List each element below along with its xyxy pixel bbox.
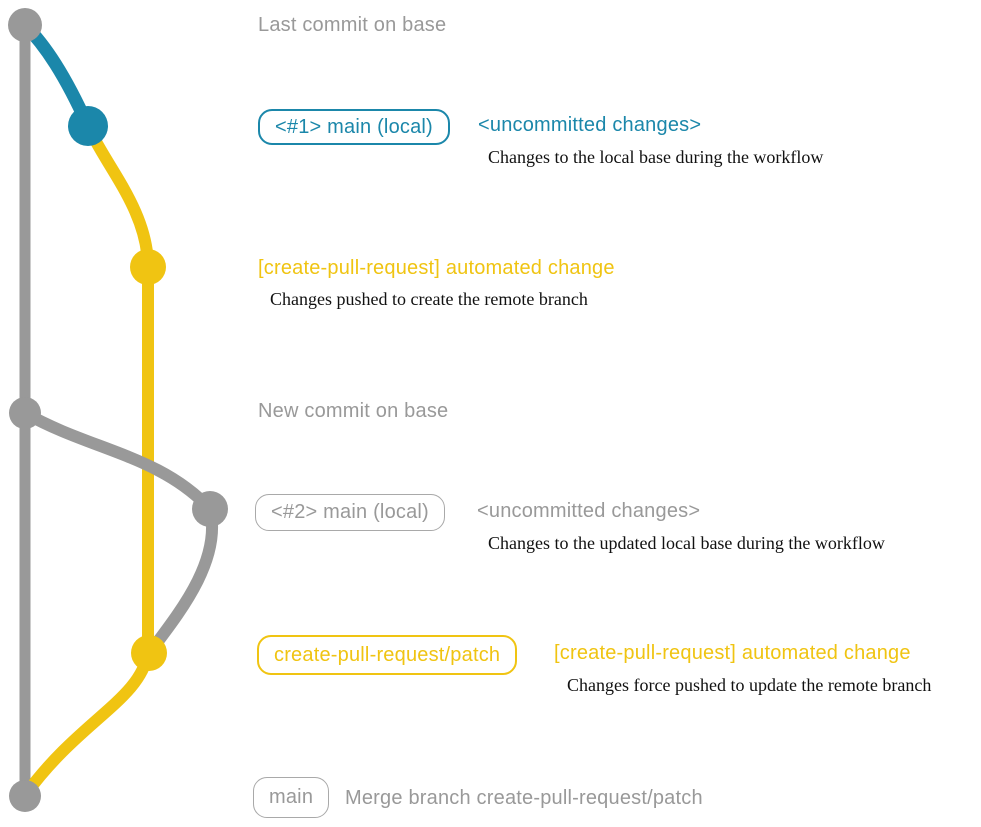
- commit-dot-local-main-2: [192, 491, 228, 527]
- branch-badge-main-local-2: <#2> main (local): [255, 494, 445, 531]
- force-push-line: [144, 503, 219, 658]
- last-commit-label: Last commit on base: [258, 14, 447, 36]
- uncommitted-changes-title-1: <uncommitted changes>: [478, 114, 702, 136]
- updated-base-branch-line: [19, 407, 216, 515]
- automated-change-title-1: [create-pull-request] automated change: [258, 257, 615, 279]
- uncommitted-changes-desc-1: Changes to the local base during the wor…: [488, 147, 824, 167]
- automated-change-desc-1: Changes pushed to create the remote bran…: [270, 289, 588, 309]
- commit-dot-new-base: [9, 397, 41, 429]
- uncommitted-changes-desc-2: Changes to the updated local base during…: [488, 533, 885, 553]
- uncommitted-changes-title-2: <uncommitted changes>: [477, 500, 701, 522]
- commit-dot-automated-change-1: [130, 249, 166, 285]
- automated-change-title-2: [create-pull-request] automated change: [554, 642, 911, 664]
- commit-dot-automated-change-2: [131, 635, 167, 671]
- branch-badge-main: main: [253, 777, 330, 818]
- merge-commit-label: Merge branch create-pull-request/patch: [345, 787, 703, 809]
- new-commit-label: New commit on base: [258, 400, 449, 422]
- automated-change-desc-2: Changes force pushed to update the remot…: [567, 675, 932, 695]
- commit-dot-last-base: [8, 8, 42, 42]
- commit-dot-local-main-1: [68, 106, 108, 146]
- branch-badge-patch: create-pull-request/patch: [257, 635, 518, 675]
- branch-badge-main-local-1: <#1> main (local): [258, 109, 450, 145]
- commit-dot-merge: [9, 780, 41, 812]
